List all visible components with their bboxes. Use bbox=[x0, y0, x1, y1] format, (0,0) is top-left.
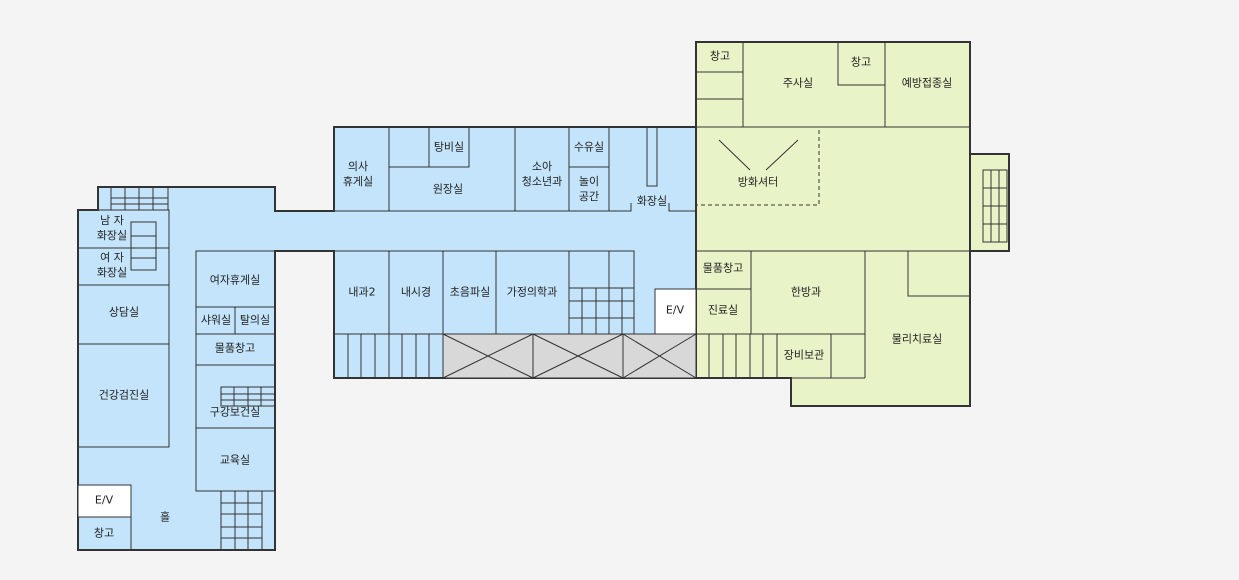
label-oral-health: 구강보건실 bbox=[209, 405, 261, 419]
fire-shutter-zone bbox=[695, 126, 820, 206]
label-health-checkup: 건강검진실 bbox=[98, 388, 150, 402]
label-storage-ne1: 창고 bbox=[709, 49, 731, 63]
label-director: 원장실 bbox=[432, 182, 464, 196]
void-cross bbox=[532, 333, 624, 379]
label-elevator-center: E/V bbox=[665, 303, 685, 317]
label-changing: 탈의실 bbox=[239, 313, 271, 327]
label-storage-ne2: 창고 bbox=[850, 55, 872, 69]
label-elevator-west: E/V bbox=[94, 493, 114, 507]
restroom-center-wall bbox=[608, 127, 696, 212]
label-physical-therapy: 물리치료실 bbox=[891, 332, 943, 346]
equipment-storage-room bbox=[776, 333, 832, 379]
label-doctor-lounge: 의사 휴게실 bbox=[342, 160, 374, 188]
storage-west-room bbox=[77, 516, 132, 551]
tea-room bbox=[428, 126, 470, 168]
label-female-restroom: 여 자 화장실 bbox=[96, 251, 128, 279]
label-tea-room: 탕비실 bbox=[433, 140, 465, 154]
label-internal-medicine: 내과2 bbox=[348, 285, 376, 299]
label-storage-west: 창고 bbox=[93, 526, 115, 540]
health-checkup-room bbox=[77, 343, 170, 448]
label-family-medicine: 가정의학과 bbox=[506, 285, 558, 299]
label-supply-storage-west: 물품창고 bbox=[214, 341, 256, 355]
label-ultrasound: 초음파실 bbox=[449, 285, 491, 299]
label-equipment-storage: 장비보관 bbox=[783, 348, 825, 362]
label-women-lounge: 여자휴게실 bbox=[209, 273, 261, 287]
storage-ne2-room bbox=[837, 41, 886, 86]
label-fire-shutter: 방화셔터 bbox=[737, 175, 779, 189]
label-play-area: 놀이 공간 bbox=[578, 175, 600, 203]
east-stair-annex bbox=[969, 153, 1010, 252]
shutter-mark bbox=[718, 139, 751, 171]
void-cross bbox=[622, 333, 697, 379]
shutter-mark bbox=[765, 139, 799, 171]
ne-small-room bbox=[907, 250, 971, 297]
label-supply-storage-east: 물품창고 bbox=[702, 261, 744, 275]
label-hall: 홀 bbox=[159, 510, 171, 524]
label-education: 교육실 bbox=[219, 453, 251, 467]
label-pediatrics: 소아 청소년과 bbox=[521, 160, 563, 188]
label-nursing: 수유실 bbox=[573, 140, 605, 154]
void-cross bbox=[442, 333, 534, 379]
label-vaccination: 예방접종실 bbox=[901, 76, 953, 90]
label-clinic: 진료실 bbox=[707, 303, 739, 317]
label-male-restroom: 남 자 화장실 bbox=[96, 214, 128, 242]
label-vision: 내시경 bbox=[400, 285, 432, 299]
stair-bottom-west bbox=[220, 490, 263, 551]
label-counseling: 상담실 bbox=[108, 305, 140, 319]
restroom-partition bbox=[646, 126, 658, 187]
label-restroom-center: 화장실 bbox=[636, 194, 668, 208]
label-oriental-medicine: 한방과 bbox=[790, 285, 822, 299]
toilet-fixture-female bbox=[130, 247, 157, 271]
label-shower: 샤워실 bbox=[200, 313, 232, 327]
green-zone bbox=[695, 41, 971, 407]
label-injection: 주사실 bbox=[782, 76, 814, 90]
